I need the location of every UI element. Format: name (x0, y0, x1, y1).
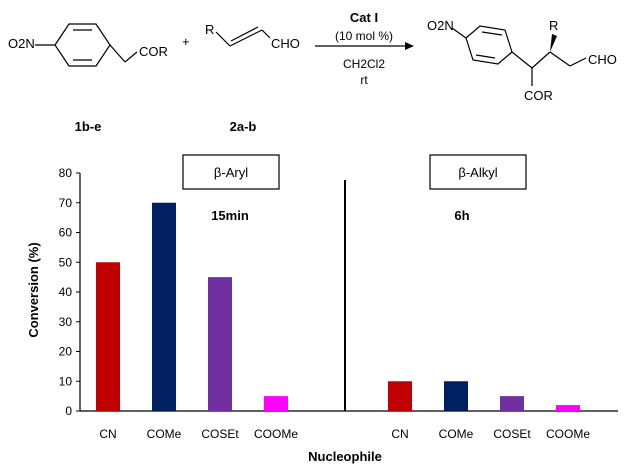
x-tick-label: COMe (147, 427, 182, 441)
bar-coome-1 (264, 396, 288, 411)
stereo-wedge (550, 34, 557, 52)
product-cho-bond (569, 57, 587, 67)
product-nitro-bond (451, 27, 467, 39)
carbonyl-bond (124, 51, 138, 63)
x-tick-label: COOMe (546, 427, 590, 441)
x-tick-labels: CN COMe COSEt COOMe CN COMe COSEt COOMe (99, 427, 590, 441)
benzene-ring-product (465, 25, 513, 65)
enal-bond-1 (215, 31, 231, 47)
y-ticks: 0 10 20 30 40 50 60 70 80 (59, 166, 80, 418)
x-tick-label: COMe (439, 427, 474, 441)
reactant-nitrophenyl: O2N COR (8, 23, 168, 67)
enal-r-label: R (205, 22, 214, 37)
product-ch-ch-bond (531, 51, 551, 69)
product-cor-label: COR (524, 88, 553, 103)
bar-come-1 (152, 202, 176, 411)
enal-double-bond-b (230, 26, 259, 42)
enal-double-bond-a (229, 29, 263, 47)
y-tick-label: 70 (59, 196, 73, 210)
time-label: 6h (454, 208, 469, 223)
bar-coome-2 (556, 405, 580, 411)
y-tick-label: 10 (59, 374, 73, 388)
bar-chart: 0 10 20 30 40 50 60 70 80 CN COMe COSEt COOMe CN COMe… (26, 154, 618, 464)
enal-bond-3 (261, 29, 271, 39)
cor-label-left: COR (139, 44, 168, 59)
temperature-label: rt (360, 73, 368, 87)
arrow-head (405, 42, 414, 50)
x-tick-label: COSEt (201, 427, 239, 441)
y-tick-label: 50 (59, 255, 73, 269)
compound-label-enal: 2a-b (230, 119, 257, 134)
y-axis-title: Conversion (%) (26, 242, 41, 337)
product-ch2-bond (549, 51, 571, 67)
product-ring-double-1 (481, 31, 503, 36)
x-tick-label: CN (391, 427, 408, 441)
reactant-enal: R CHO (205, 22, 300, 51)
nitro-group-label: O2N (8, 36, 35, 51)
catalyst-loading: (10 mol %) (335, 29, 393, 43)
ch2-bond (109, 44, 126, 63)
bar-coset-1 (208, 277, 232, 411)
group-panels: β-Aryl 15min β-Alkyl 6h (182, 154, 527, 223)
y-tick-label: 80 (59, 166, 73, 180)
y-tick-label: 40 (59, 285, 73, 299)
compound-label-nucleophile: 1b-e (75, 119, 102, 134)
reaction-scheme: O2N COR + R CHO Cat I (10 mol %) CH2Cl2 (8, 10, 617, 134)
y-tick-label: 60 (59, 226, 73, 240)
enal-cho-label: CHO (271, 36, 300, 51)
y-tick-label: 20 (59, 345, 73, 359)
catalyst-label: Cat I (350, 10, 378, 25)
product-nitro-label: O2N (427, 18, 454, 33)
panel-label: β-Aryl (214, 165, 248, 180)
time-label: 15min (211, 208, 249, 223)
y-tick-label: 0 (65, 404, 72, 418)
bar-cn-1 (96, 262, 120, 411)
solvent-label: CH2Cl2 (343, 57, 385, 71)
bar-coset-2 (500, 396, 524, 411)
plus-sign: + (182, 34, 190, 49)
x-tick-label: COSEt (493, 427, 531, 441)
y-tick-label: 30 (59, 315, 73, 329)
x-axis-title: Nucleophile (308, 449, 382, 464)
bar-cn-2 (388, 381, 412, 411)
product-aryl-ch-bond (511, 51, 533, 69)
product-r-label: R (549, 18, 558, 33)
product-structure: O2N R CHO COR (427, 18, 617, 103)
panel-box (429, 154, 527, 190)
x-tick-label: CN (99, 427, 116, 441)
x-tick-label: COOMe (254, 427, 298, 441)
product-cho-label: CHO (588, 52, 617, 67)
panel-label: β-Alkyl (458, 165, 497, 180)
bar-come-2 (444, 381, 468, 411)
product-ring-double-2 (475, 54, 496, 59)
reaction-arrow: Cat I (10 mol %) CH2Cl2 rt (315, 10, 414, 87)
bars (96, 202, 580, 411)
panel-box (182, 154, 280, 190)
